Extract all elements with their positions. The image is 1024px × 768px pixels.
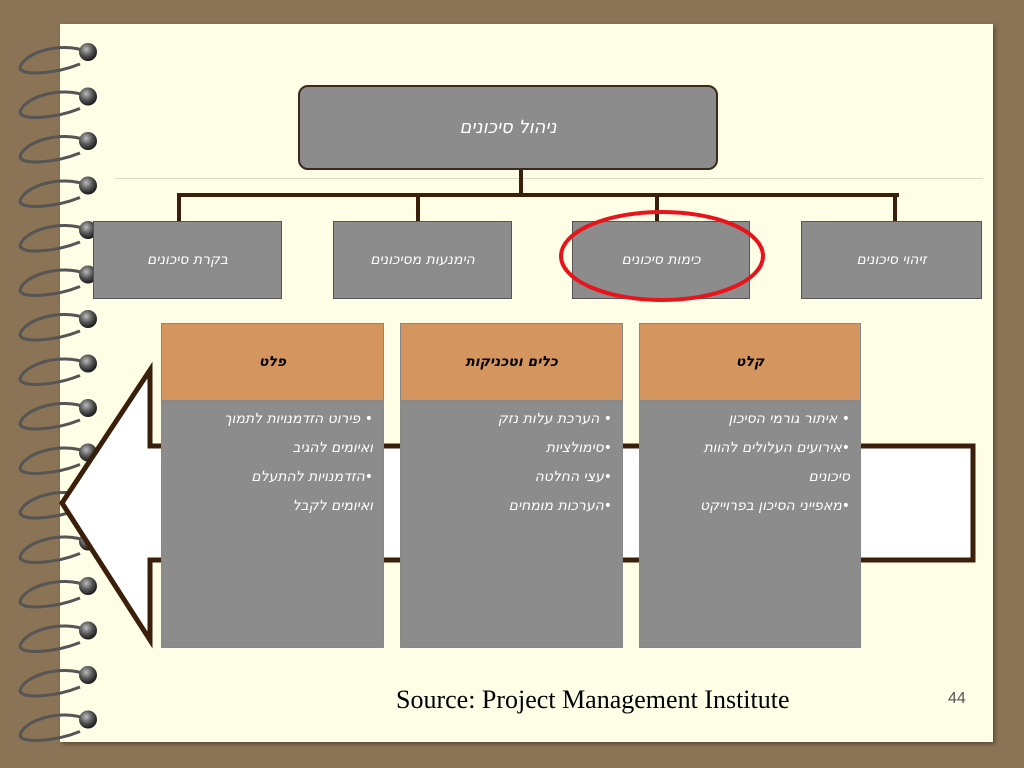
spiral-coil-wire: [18, 580, 89, 609]
risk-management-title: ניהול סיכונים: [298, 85, 718, 170]
list-item: •אירועים העלולים להוות: [703, 440, 850, 456]
column-body-tools: • הערכת עלות נזק •סימולציות •עצי החלטה •…: [400, 401, 623, 648]
spiral-ring: [79, 87, 97, 106]
spiral-coil-wire: [18, 224, 89, 253]
spiral-ring: [79, 577, 97, 595]
list-item: •מאפייני הסיכון בפרוייקט: [700, 498, 850, 514]
spiral-coil-wire: [18, 313, 89, 342]
list-item: ואיומים להגיב: [292, 440, 373, 456]
spiral-ring: [79, 710, 97, 729]
column-body-input: • איתור גורמי הסיכון •אירועים העלולים לה…: [639, 401, 861, 648]
spiral-coil-wire: [18, 713, 89, 742]
connector-drop-2: [416, 193, 420, 222]
list-item: • פירוט הזדמנויות לתמוך: [224, 411, 373, 427]
spiral-coil-wire: [18, 46, 89, 75]
connector-vertical-main: [519, 170, 523, 195]
process-risk-avoidance: הימנעות מסיכונים: [333, 221, 512, 299]
column-header-output: פלט: [161, 323, 384, 401]
list-item: סיכונים: [808, 469, 850, 485]
spiral-coil-wire: [18, 357, 89, 386]
spiral-coil-wire: [18, 268, 89, 297]
spiral-coil-wire: [18, 624, 89, 653]
spiral-ring: [79, 265, 97, 284]
spiral-ring: [79, 132, 97, 150]
spiral-coil-wire: [18, 491, 89, 520]
list-item: •סימולציות: [545, 440, 612, 456]
source-caption: Source: Project Management Institute: [396, 685, 790, 714]
spiral-ring: [79, 354, 97, 373]
spiral-coil-wire: [18, 446, 89, 475]
column-header-input: קלט: [639, 323, 861, 401]
connector-drop-1: [177, 193, 181, 222]
connector-drop-4: [893, 193, 897, 222]
spiral-ring: [79, 399, 97, 417]
spiral-coil-wire: [18, 179, 89, 208]
column-header-tools: כלים וטכניקות: [400, 323, 623, 401]
spiral-ring: [79, 176, 97, 195]
list-item: •הערכות מומחים: [508, 498, 612, 514]
page-number: 44: [948, 690, 966, 707]
list-item: •הזדמנויות להתעלם: [251, 469, 373, 485]
list-item: • איתור גורמי הסיכון: [728, 411, 850, 427]
highlight-circle-icon: [559, 210, 765, 302]
column-body-output: • פירוט הזדמנויות לתמוך ואיומים להגיב •ה…: [161, 401, 384, 648]
connector-drop-3: [655, 193, 659, 222]
list-item: ואיומים לקבל: [292, 498, 373, 514]
spiral-coil-wire: [18, 535, 89, 564]
spiral-ring: [79, 43, 97, 61]
spiral-coil-wire: [18, 90, 89, 119]
spiral-ring: [79, 621, 97, 640]
spiral-coil-wire: [18, 402, 89, 431]
connector-horizontal: [177, 193, 899, 197]
process-risk-control: בקרת סיכונים: [93, 221, 282, 299]
spiral-ring: [79, 310, 97, 328]
process-risk-identification: זיהוי סיכונים: [801, 221, 982, 299]
list-item: • הערכת עלות נזק: [497, 411, 612, 427]
divider-line: [115, 178, 983, 179]
spiral-coil-wire: [18, 669, 89, 698]
process-risk-quantification: כימות סיכונים: [572, 221, 750, 299]
spiral-ring: [79, 221, 97, 239]
spiral-binding-icon: [18, 43, 97, 742]
spiral-coil-wire: [18, 135, 89, 164]
list-item: •עצי החלטה: [534, 469, 612, 485]
spiral-ring: [79, 666, 97, 684]
